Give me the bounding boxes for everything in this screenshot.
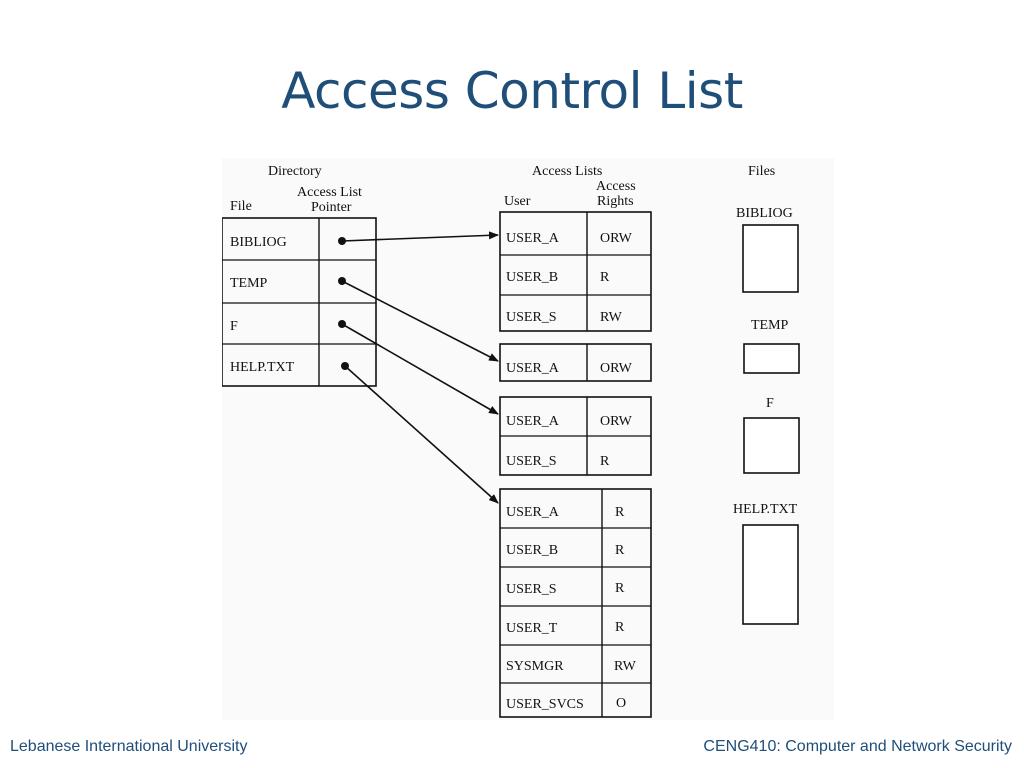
acl-user: USER_B xyxy=(506,543,558,558)
file-icon xyxy=(742,224,799,293)
footer-course: CENG410: Computer and Network Security xyxy=(703,738,1012,755)
file-helptxt: HELP.TXT xyxy=(733,502,799,625)
directory-file-name: TEMP xyxy=(230,276,268,291)
access-list-bibliog: USER_A ORW USER_B R USER_S RW xyxy=(499,211,652,332)
directory-col-pointer-line2: Pointer xyxy=(311,200,352,215)
file-label: HELP.TXT xyxy=(733,502,798,517)
file-label: BIBLIOG xyxy=(736,206,793,221)
directory-table: BIBLIOG TEMP F HELP.TXT xyxy=(222,217,377,387)
acl-rights: ORW xyxy=(600,414,633,429)
file-label: TEMP xyxy=(751,318,789,333)
acl-rights: O xyxy=(616,696,626,711)
acl-user: USER_SVCS xyxy=(506,697,584,712)
acl-rights: R xyxy=(615,581,625,596)
acl-rights: R xyxy=(615,620,625,635)
acl-diagram: Directory File Access List Pointer BIBLI… xyxy=(222,158,834,720)
acl-user: USER_A xyxy=(506,231,560,246)
access-list-f: USER_A ORW USER_S R xyxy=(499,396,652,476)
acl-rights: ORW xyxy=(600,361,633,376)
acl-user: USER_S xyxy=(506,582,557,597)
access-list-border xyxy=(499,488,652,718)
pointer-arrow xyxy=(344,365,499,504)
access-lists-col-rights-line2: Rights xyxy=(597,194,634,209)
directory-heading: Directory xyxy=(268,164,322,179)
file-icon xyxy=(743,417,800,474)
file-temp: TEMP xyxy=(743,318,800,374)
files-heading: Files xyxy=(748,164,775,179)
access-list-helptxt: USER_A R USER_B R USER_S R USER_T R SYSM… xyxy=(499,488,652,718)
acl-rights: ORW xyxy=(600,231,633,246)
file-bibliog: BIBLIOG xyxy=(736,206,799,293)
file-label: F xyxy=(766,396,774,411)
acl-user: USER_S xyxy=(506,454,557,469)
acl-rights: R xyxy=(615,505,625,520)
acl-rights: RW xyxy=(614,659,637,674)
directory-col-file: File xyxy=(230,199,252,214)
access-list-border xyxy=(499,211,652,332)
pointer-arrow xyxy=(341,231,499,242)
access-list-border xyxy=(499,343,652,382)
acl-user: USER_S xyxy=(506,310,557,325)
acl-rights: R xyxy=(600,454,610,469)
acl-user: SYSMGR xyxy=(506,659,564,674)
pointer-arrow xyxy=(341,323,499,415)
acl-user: USER_A xyxy=(506,414,560,429)
directory-file-name: F xyxy=(230,319,238,334)
acl-diagram-svg: Directory File Access List Pointer BIBLI… xyxy=(222,164,800,718)
acl-user: USER_A xyxy=(506,361,560,376)
footer-university: Lebanese International University xyxy=(10,738,248,755)
access-lists-heading: Access Lists xyxy=(532,164,602,179)
directory-table-border xyxy=(222,217,377,387)
acl-rights: RW xyxy=(600,310,623,325)
slide-title: Access Control List xyxy=(281,62,743,120)
file-f: F xyxy=(743,396,800,474)
acl-user: USER_B xyxy=(506,270,558,285)
file-icon xyxy=(743,343,800,374)
access-lists-col-rights-line1: Access xyxy=(596,179,636,194)
directory-file-name: HELP.TXT xyxy=(230,360,295,375)
access-list-temp: USER_A ORW xyxy=(499,343,652,382)
access-lists-col-user: User xyxy=(504,194,531,209)
acl-rights: R xyxy=(600,270,610,285)
file-icon xyxy=(742,524,799,625)
pointer-arrow xyxy=(341,280,499,362)
acl-user: USER_T xyxy=(506,621,558,636)
directory-file-name: BIBLIOG xyxy=(230,235,287,250)
acl-rights: R xyxy=(615,543,625,558)
acl-user: USER_A xyxy=(506,505,560,520)
directory-col-pointer-line1: Access List xyxy=(297,185,362,200)
